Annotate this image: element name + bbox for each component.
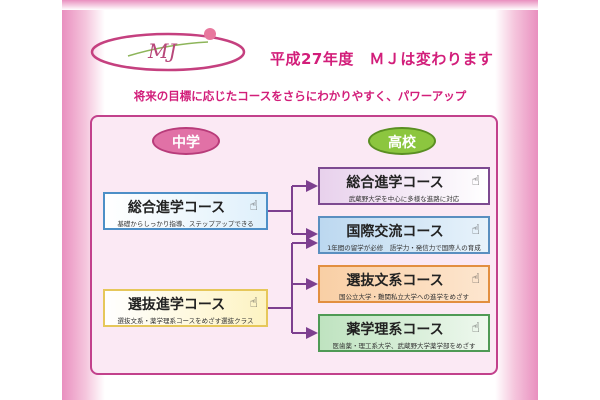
- frame-top: [62, 0, 538, 10]
- course-desc: 医歯薬・理工系大学、武蔵野大学薬学部をめざす: [332, 342, 476, 350]
- pointing-hand-icon: ☝: [249, 295, 258, 311]
- page-subtitle: 将来の目標に応じたコースをさらにわかりやすく、パワーアップ: [133, 89, 467, 103]
- course-name: 総合進学コース: [127, 200, 226, 216]
- pointing-hand-icon: ☝: [249, 198, 258, 214]
- high-course-international[interactable]: 国際交流コース 1年間の留学が必修 語学力・発信力で国際人の育成 ☝: [318, 216, 490, 254]
- course-desc: 選抜文系・薬学理系コースをめざす選抜クラス: [117, 317, 254, 325]
- course-name: 選抜文系コース: [346, 273, 444, 289]
- mj-logo: MJ: [90, 28, 246, 72]
- course-name: 選抜進学コース: [127, 297, 226, 313]
- page-title: 平成27年度 ＭＪは変わります: [270, 50, 494, 68]
- high-course-general[interactable]: 総合進学コース 武蔵野大学を中心に多様な進路に対応 ☝: [318, 167, 490, 205]
- junior-high-label: 中学: [152, 127, 220, 155]
- course-desc: 国公立大学・難関私立大学への進学をめざす: [339, 293, 469, 301]
- course-name: 国際交流コース: [346, 224, 444, 240]
- pointing-hand-icon: ☝: [471, 320, 480, 336]
- high-course-humanities[interactable]: 選抜文系コース 国公立大学・難関私立大学への進学をめざす ☝: [318, 265, 490, 303]
- junior-course-general[interactable]: 総合進学コース 基礎からしっかり指導、ステップアップできる ☝: [103, 192, 268, 230]
- course-desc: 基礎からしっかり指導、ステップアップできる: [117, 220, 254, 228]
- course-name: 薬学理系コース: [346, 322, 444, 338]
- high-school-label: 高校: [368, 127, 436, 155]
- pointing-hand-icon: ☝: [471, 173, 480, 189]
- high-course-pharmacy-science[interactable]: 薬学理系コース 医歯薬・理工系大学、武蔵野大学薬学部をめざす ☝: [318, 314, 490, 352]
- course-desc: 武蔵野大学を中心に多様な進路に対応: [348, 195, 460, 203]
- course-name: 総合進学コース: [346, 175, 444, 191]
- course-desc: 1年間の留学が必修 語学力・発信力で国際人の育成: [327, 244, 481, 252]
- svg-text:MJ: MJ: [147, 39, 177, 63]
- pointing-hand-icon: ☝: [471, 222, 480, 238]
- junior-course-selective[interactable]: 選抜進学コース 選抜文系・薬学理系コースをめざす選抜クラス ☝: [103, 289, 268, 327]
- pointing-hand-icon: ☝: [471, 271, 480, 287]
